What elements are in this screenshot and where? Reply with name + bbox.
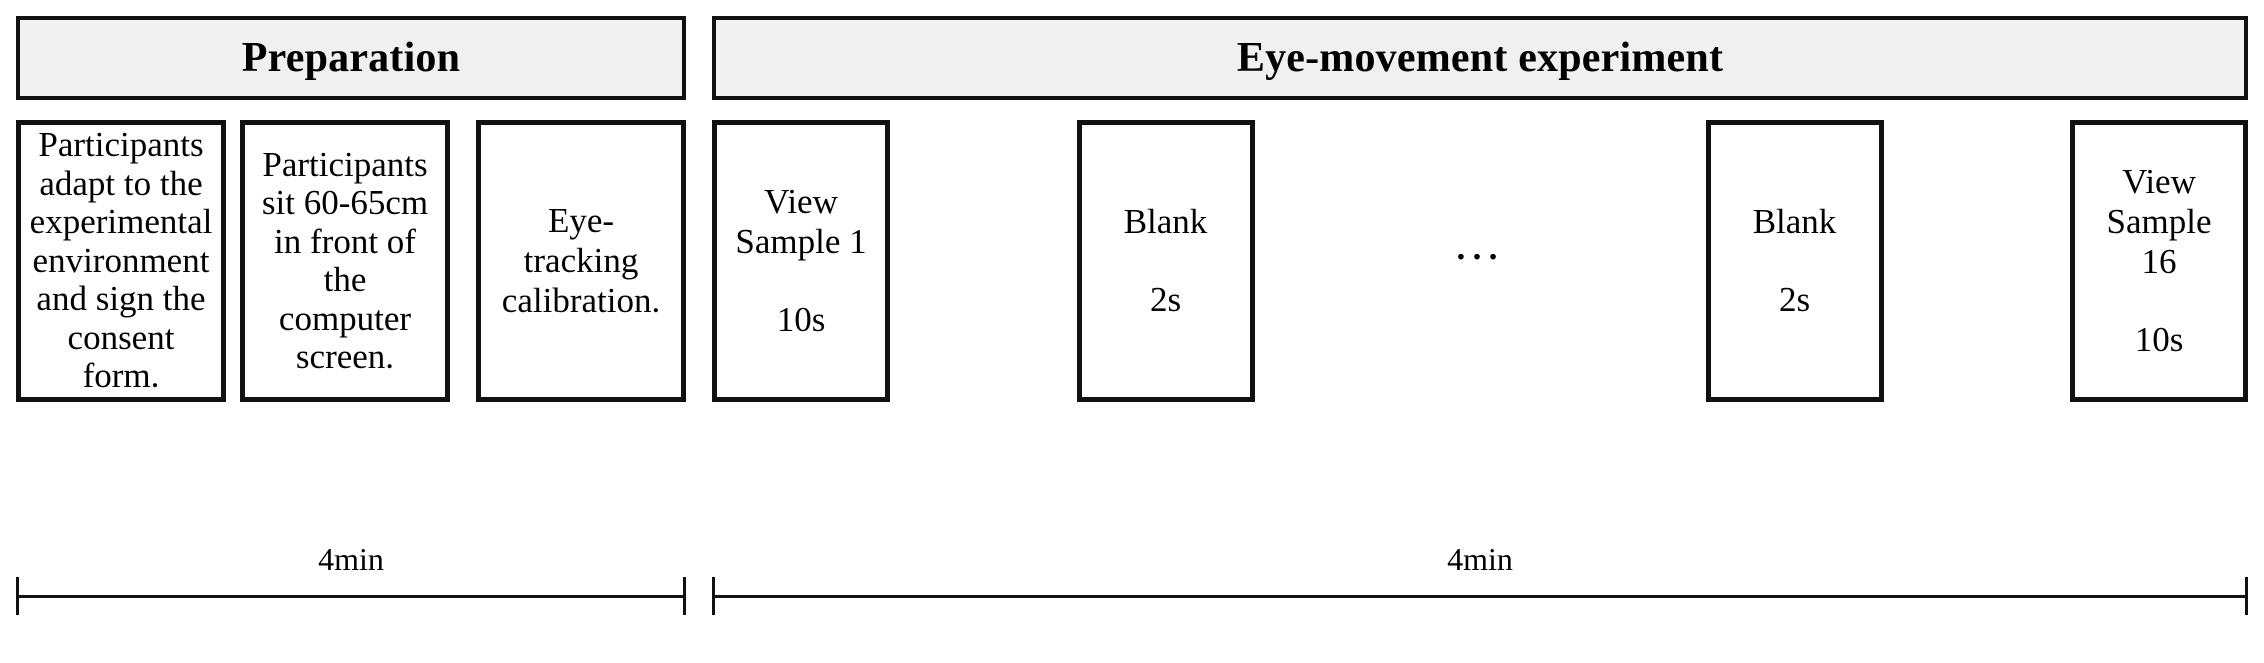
- scale-line: [16, 595, 686, 598]
- duration-label: 4min: [1447, 541, 1513, 577]
- step-text: Blank: [1752, 202, 1837, 242]
- step-text: Participants sit 60-65cm in front of the…: [261, 144, 429, 376]
- scale-line: [712, 595, 2248, 598]
- scale-tick-end: [683, 577, 686, 615]
- sequence-ellipsis: …: [1453, 217, 1507, 270]
- step-box-view-sample-16: View Sample 16 10s: [2070, 120, 2248, 402]
- step-text: Eye-tracking calibration.: [501, 201, 661, 320]
- step-text: Participants adapt to the experimental e…: [29, 125, 213, 396]
- step-duration: 10s: [2134, 319, 2184, 359]
- step-duration: 10s: [776, 299, 826, 339]
- step-box-eye-tracking-calibration: Eye-tracking calibration.: [476, 120, 686, 402]
- panel-title-eye-movement-experiment: Eye-movement experiment: [1236, 35, 1724, 81]
- duration-scale-eye-movement: 4min: [712, 543, 2248, 639]
- step-text: Blank: [1123, 202, 1208, 242]
- step-box-blank-last: Blank 2s: [1705, 120, 1884, 402]
- step-box-adapt-environment: Participants adapt to the experimental e…: [16, 120, 226, 402]
- panel-header-eye-movement-experiment: Eye-movement experiment: [712, 16, 2248, 100]
- step-duration: 2s: [1778, 280, 1811, 319]
- step-box-view-sample-1: View Sample 1 10s: [712, 120, 890, 402]
- panel-header-preparation: Preparation: [16, 16, 686, 100]
- panel-title-preparation: Preparation: [241, 35, 461, 81]
- scale-tick-end: [2245, 577, 2248, 615]
- panel-eye-movement-experiment: Eye-movement experiment View Sample 1 10…: [712, 0, 2248, 663]
- step-text: View Sample 16: [2106, 162, 2212, 281]
- step-box-seating-distance: Participants sit 60-65cm in front of the…: [240, 120, 450, 402]
- panel-preparation: Preparation Participants adapt to the ex…: [16, 0, 686, 663]
- step-text: View Sample 1: [735, 182, 867, 262]
- step-box-row-preparation: Participants adapt to the experimental e…: [16, 120, 686, 402]
- duration-scale-preparation: 4min: [16, 543, 686, 639]
- step-duration: 2s: [1149, 280, 1182, 319]
- step-box-blank-first: Blank 2s: [1076, 120, 1255, 402]
- step-box-row-eye-movement: View Sample 1 10s Blank 2s … Blank 2s Vi…: [712, 120, 2248, 402]
- duration-label: 4min: [318, 541, 384, 577]
